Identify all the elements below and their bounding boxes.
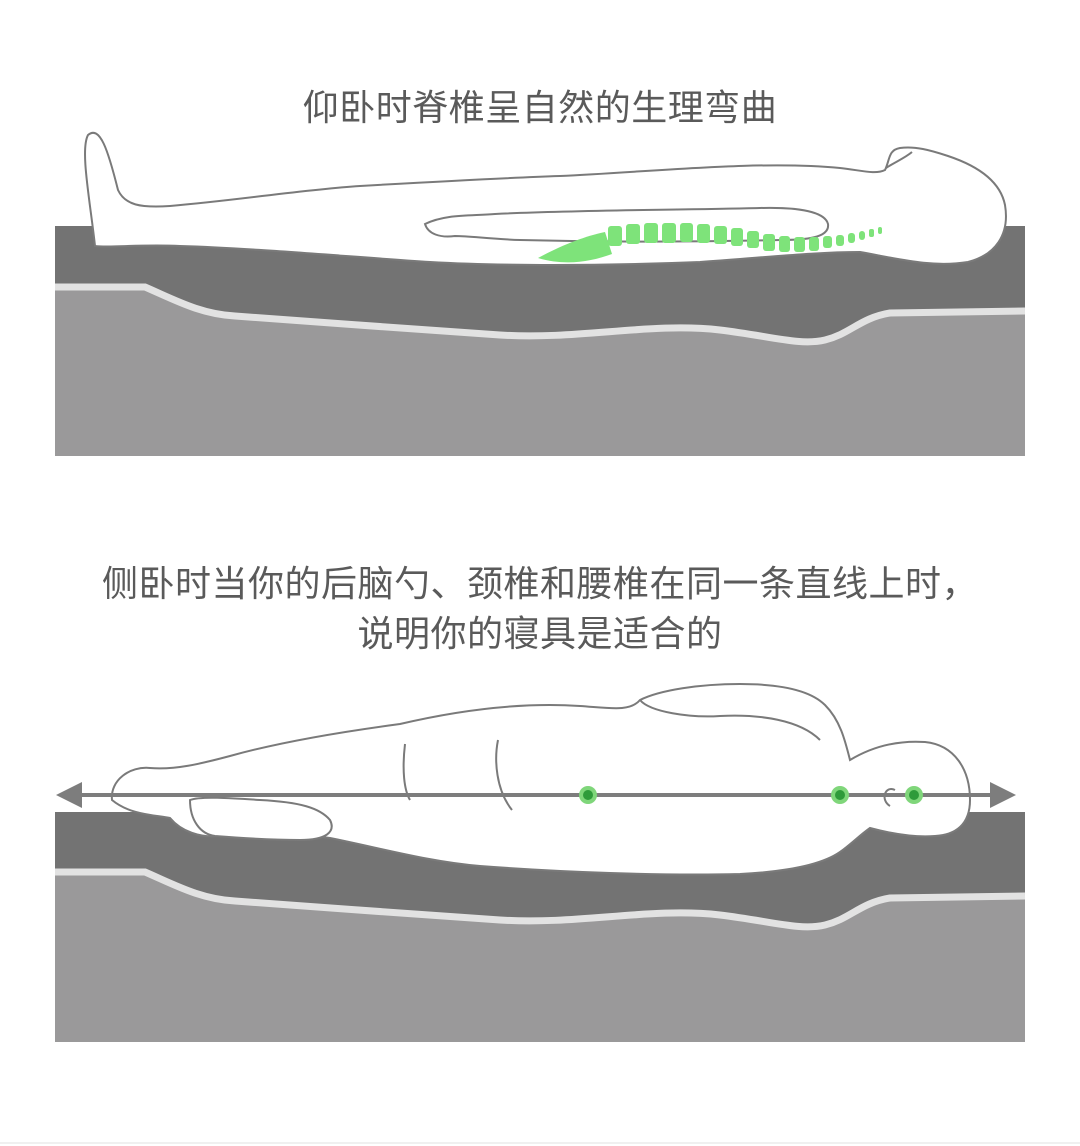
alignment-line-group	[56, 782, 1016, 808]
supine-caption: 仰卧时脊椎呈自然的生理弯曲	[302, 88, 778, 129]
vertebra	[848, 233, 855, 243]
vertebra	[747, 231, 759, 248]
occiput-dot-core	[909, 790, 919, 800]
vertebra	[809, 237, 819, 251]
vertebra	[680, 223, 693, 242]
side-mattress	[55, 812, 1026, 1042]
mattress-stripe	[55, 283, 1026, 346]
spine-sacrum	[538, 232, 612, 263]
side-body	[110, 682, 972, 876]
vertebra	[731, 228, 743, 246]
supine-spine	[538, 223, 882, 263]
mattress-bottom-layer	[55, 287, 1025, 456]
vertebra	[608, 226, 622, 246]
bottom-divider	[0, 1142, 1080, 1144]
mattress-bottom-layer	[55, 872, 1025, 1042]
side-hip-line	[495, 739, 513, 811]
arrow-left-icon	[56, 782, 82, 808]
supine-body	[84, 132, 1007, 266]
vertebra	[836, 235, 844, 246]
vertebra	[779, 236, 790, 252]
side-caption-line-2: 说明你的寝具是适合的	[357, 614, 723, 655]
vertebra	[626, 224, 640, 244]
vertebra	[794, 237, 805, 252]
vertebra	[662, 223, 676, 243]
arrow-right-icon	[990, 782, 1016, 808]
vertebra	[714, 226, 727, 244]
lumbar-dot-core	[583, 790, 593, 800]
vertebra	[644, 223, 658, 243]
vertebra	[878, 227, 882, 234]
vertebra	[697, 224, 710, 243]
mattress-stripe	[55, 868, 1026, 931]
vertebra	[859, 231, 865, 240]
side-caption-line-1: 侧卧时当你的后脑勺、颈椎和腰椎在同一条直线上时，	[101, 564, 978, 605]
side-lower-foot	[188, 796, 333, 842]
supine-face	[885, 151, 913, 169]
side-arm	[639, 699, 821, 741]
vertebra	[823, 236, 832, 248]
cervical-dot-core	[835, 790, 845, 800]
side-waist-line	[402, 743, 411, 801]
supine-arm	[423, 206, 830, 243]
vertebra	[869, 229, 874, 237]
vertebra	[763, 234, 775, 251]
